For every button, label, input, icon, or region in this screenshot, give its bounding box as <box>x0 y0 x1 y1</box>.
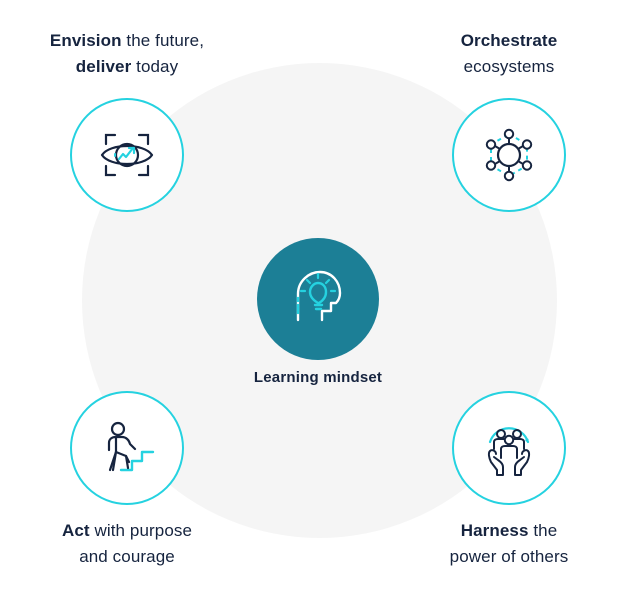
node-act-label: Act with purpose and courage <box>12 518 242 570</box>
person-climbing-stairs-icon <box>96 418 158 478</box>
node-orchestrate-label: Orchestrate ecosystems <box>394 28 624 80</box>
eye-scan-growth-icon <box>96 124 158 186</box>
node-orchestrate-label-bold: Orchestrate <box>460 31 558 50</box>
node-harness-label-bold: Harness <box>460 521 529 540</box>
node-orchestrate-circle[interactable] <box>452 98 566 212</box>
head-lightbulb-icon <box>285 264 351 335</box>
center-hub-circle[interactable] <box>257 238 379 360</box>
node-envision-label-rest: the future, <box>121 31 205 50</box>
node-orchestrate-label2-rest: ecosystems <box>463 56 555 76</box>
node-act-label2-rest: and courage <box>79 546 175 566</box>
network-hub-icon <box>479 125 539 185</box>
node-harness-label-rest: the <box>528 521 558 540</box>
node-envision-label2-rest: today <box>131 56 179 76</box>
node-act-label-bold: Act <box>61 521 90 540</box>
node-harness-label: Harness the power of others <box>394 518 624 570</box>
node-envision-label2-bold: deliver <box>75 56 132 76</box>
hands-holding-people-icon <box>477 418 541 478</box>
node-act-label-rest: with purpose <box>89 521 193 540</box>
node-act-circle[interactable] <box>70 391 184 505</box>
node-envision-label-bold: Envision <box>49 31 122 50</box>
node-harness-label2-rest: power of others <box>449 546 569 566</box>
node-envision-circle[interactable] <box>70 98 184 212</box>
center-hub-label: Learning mindset <box>253 369 383 386</box>
node-envision-label: Envision the future, deliver today <box>12 28 242 80</box>
node-harness-circle[interactable] <box>452 391 566 505</box>
